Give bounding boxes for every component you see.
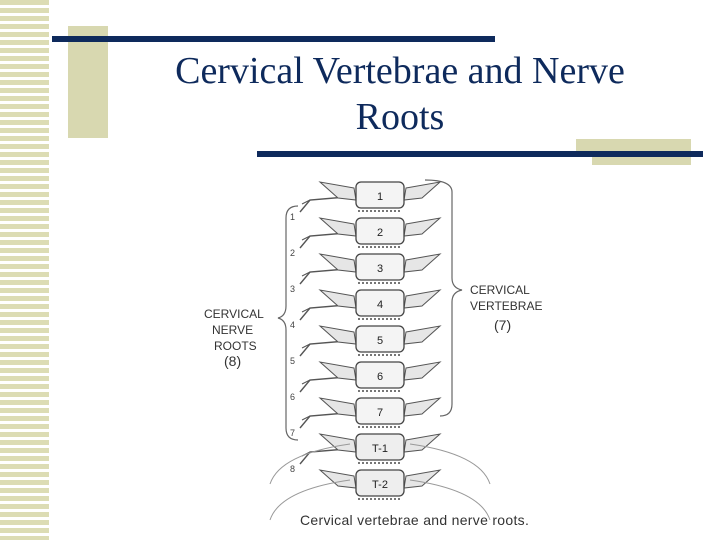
vertebra-number: 6 — [377, 371, 383, 383]
label-text: CERVICAL — [204, 307, 264, 321]
spinal-column: 1 2 3 4 5 6 7 8 1 2 3 4 5 6 7T-1T-2 — [270, 182, 490, 520]
nerve-number: 6 — [290, 392, 295, 402]
transverse-process — [320, 218, 356, 236]
vertebra-number: 7 — [377, 407, 383, 419]
label-text: CERVICAL — [470, 283, 530, 297]
transverse-process — [320, 398, 356, 416]
title-accent-square — [68, 26, 108, 138]
vertebra-number: 2 — [377, 227, 383, 239]
vertebra-number: T-2 — [372, 479, 388, 491]
transverse-process — [404, 218, 440, 236]
transverse-process — [404, 362, 440, 380]
transverse-process — [320, 470, 356, 488]
vertebrae-label: CERVICAL VERTEBRAE (7) — [470, 283, 542, 333]
transverse-process — [320, 290, 356, 308]
label-text: ROOTS — [214, 339, 257, 353]
transverse-process — [404, 470, 440, 488]
transverse-process — [320, 254, 356, 272]
nerve-number: 3 — [290, 284, 295, 294]
nerve-roots-label: CERVICAL NERVE ROOTS (8) — [204, 307, 264, 369]
nerve-number: 8 — [290, 464, 295, 474]
nerve-number: 2 — [290, 248, 295, 258]
title-line-1: Cervical Vertebrae and Nerve — [175, 50, 625, 92]
accent-box — [576, 139, 691, 151]
transverse-process — [404, 434, 440, 452]
cervical-spine-diagram: 1 2 3 4 5 6 7 8 1 2 3 4 5 6 7T-1T-2 CERVICAL NERVE ROO… — [180, 170, 600, 540]
vertebra-number: 3 — [377, 263, 383, 275]
label-text: (8) — [224, 353, 241, 369]
transverse-process — [320, 434, 356, 452]
vertebra-number: 1 — [377, 191, 383, 203]
left-stripe-decoration — [0, 0, 52, 540]
transverse-process — [404, 254, 440, 272]
transverse-process — [320, 326, 356, 344]
accent-box — [592, 157, 691, 165]
nerve-number: 4 — [290, 320, 295, 330]
label-text: VERTEBRAE — [470, 299, 542, 313]
figure-caption: Cervical vertebrae and nerve roots. — [300, 512, 529, 528]
label-text: (7) — [494, 317, 511, 333]
nerve-number: 1 — [290, 212, 295, 222]
transverse-process — [404, 326, 440, 344]
transverse-process — [404, 182, 440, 200]
transverse-process — [320, 182, 356, 200]
nerve-number: 7 — [290, 428, 295, 438]
transverse-process — [404, 290, 440, 308]
title-bar-top — [52, 36, 495, 42]
slide-title: Cervical Vertebrae and Nerve Roots — [120, 48, 680, 140]
transverse-process — [320, 362, 356, 380]
title-line-2: Roots — [356, 96, 445, 138]
nerve-number: 5 — [290, 356, 295, 366]
vertebra-number: T-1 — [372, 443, 388, 455]
vertebra-number: 5 — [377, 335, 383, 347]
vertebra-number: 4 — [377, 299, 383, 311]
transverse-process — [404, 398, 440, 416]
label-text: NERVE — [212, 323, 253, 337]
